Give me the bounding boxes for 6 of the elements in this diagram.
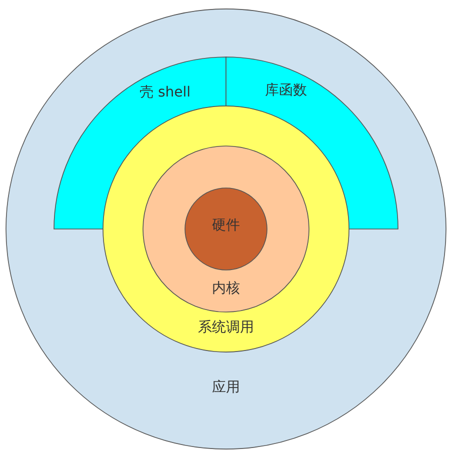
layer-label: 内核 (212, 281, 240, 297)
layer-label: 壳 shell (140, 85, 190, 101)
layer-label: 库函数 (265, 83, 307, 99)
layer-label: 硬件 (212, 218, 240, 234)
layer-label: 系统调用 (198, 320, 254, 336)
layer-label: 应用 (212, 380, 240, 396)
